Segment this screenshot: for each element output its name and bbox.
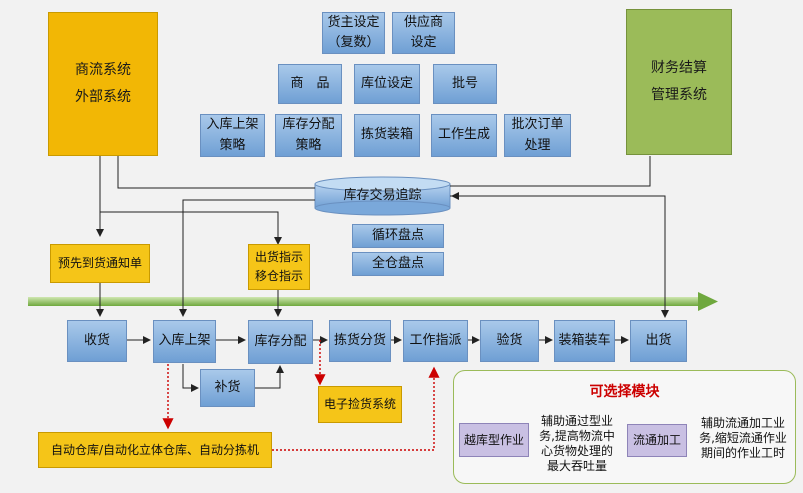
inspection-box: 验货 (480, 320, 539, 362)
picking-packing-box: 拣货装箱 (354, 114, 420, 157)
putaway-box: 入库上架 (153, 320, 216, 363)
replenish-box: 补货 (200, 369, 255, 407)
lot-number-box: 批号 (433, 64, 497, 104)
shipping-box: 出货 (630, 320, 687, 362)
picking-box: 拣货分货 (329, 320, 391, 362)
finance-system-box: 财务结算 管理系统 (626, 9, 732, 155)
cycle-count-box: 循环盘点 (352, 224, 444, 248)
receive-box: 收货 (67, 320, 127, 362)
batch-order-box: 批次订单 处理 (504, 114, 571, 157)
product-box: 商 品 (278, 64, 342, 104)
optional-modules-title: 可选择模块 (589, 384, 660, 400)
auto-warehouse-box: 自动仓库/自动化立体仓库、自动分拣机 (38, 432, 272, 468)
shipment-instruction-box: 出货指示 移仓指示 (248, 244, 310, 290)
crossdock-description: 辅助通过型业 务,提高物流中 心货物处理的 最大吞吐量 (539, 414, 615, 473)
inventory-db-cylinder (314, 176, 451, 216)
work-assignment-box: 工作指派 (403, 320, 468, 362)
commerce-system-box: 商流系统 外部系统 (48, 12, 158, 156)
supplier-setting-box: 供应商 设定 (392, 12, 455, 54)
electronic-picking-box: 电子捡货系统 (318, 386, 402, 423)
crossdock-box: 越库型作业 (459, 423, 529, 457)
inventory-tracking-label: 库存交易追踪 (343, 187, 422, 203)
full-count-box: 全仓盘点 (352, 252, 444, 276)
location-setting-box: 库位设定 (354, 64, 420, 104)
allocation-strategy-box: 库存分配 策略 (275, 114, 342, 157)
pack-load-box: 装箱装车 (554, 320, 615, 362)
allocation-box: 库存分配 (248, 320, 313, 364)
owner-setting-box: 货主设定 （复数） (322, 12, 385, 54)
inbound-strategy-box: 入库上架 策略 (200, 114, 265, 157)
asn-box: 预先到货通知单 (50, 244, 150, 283)
main-flow-arrow (28, 292, 718, 311)
work-generation-box: 工作生成 (431, 114, 497, 157)
processing-box: 流通加工 (627, 424, 687, 457)
processing-description: 辅助流通加工业 务,缩短流通作业 期间的作业工时 (699, 416, 787, 460)
